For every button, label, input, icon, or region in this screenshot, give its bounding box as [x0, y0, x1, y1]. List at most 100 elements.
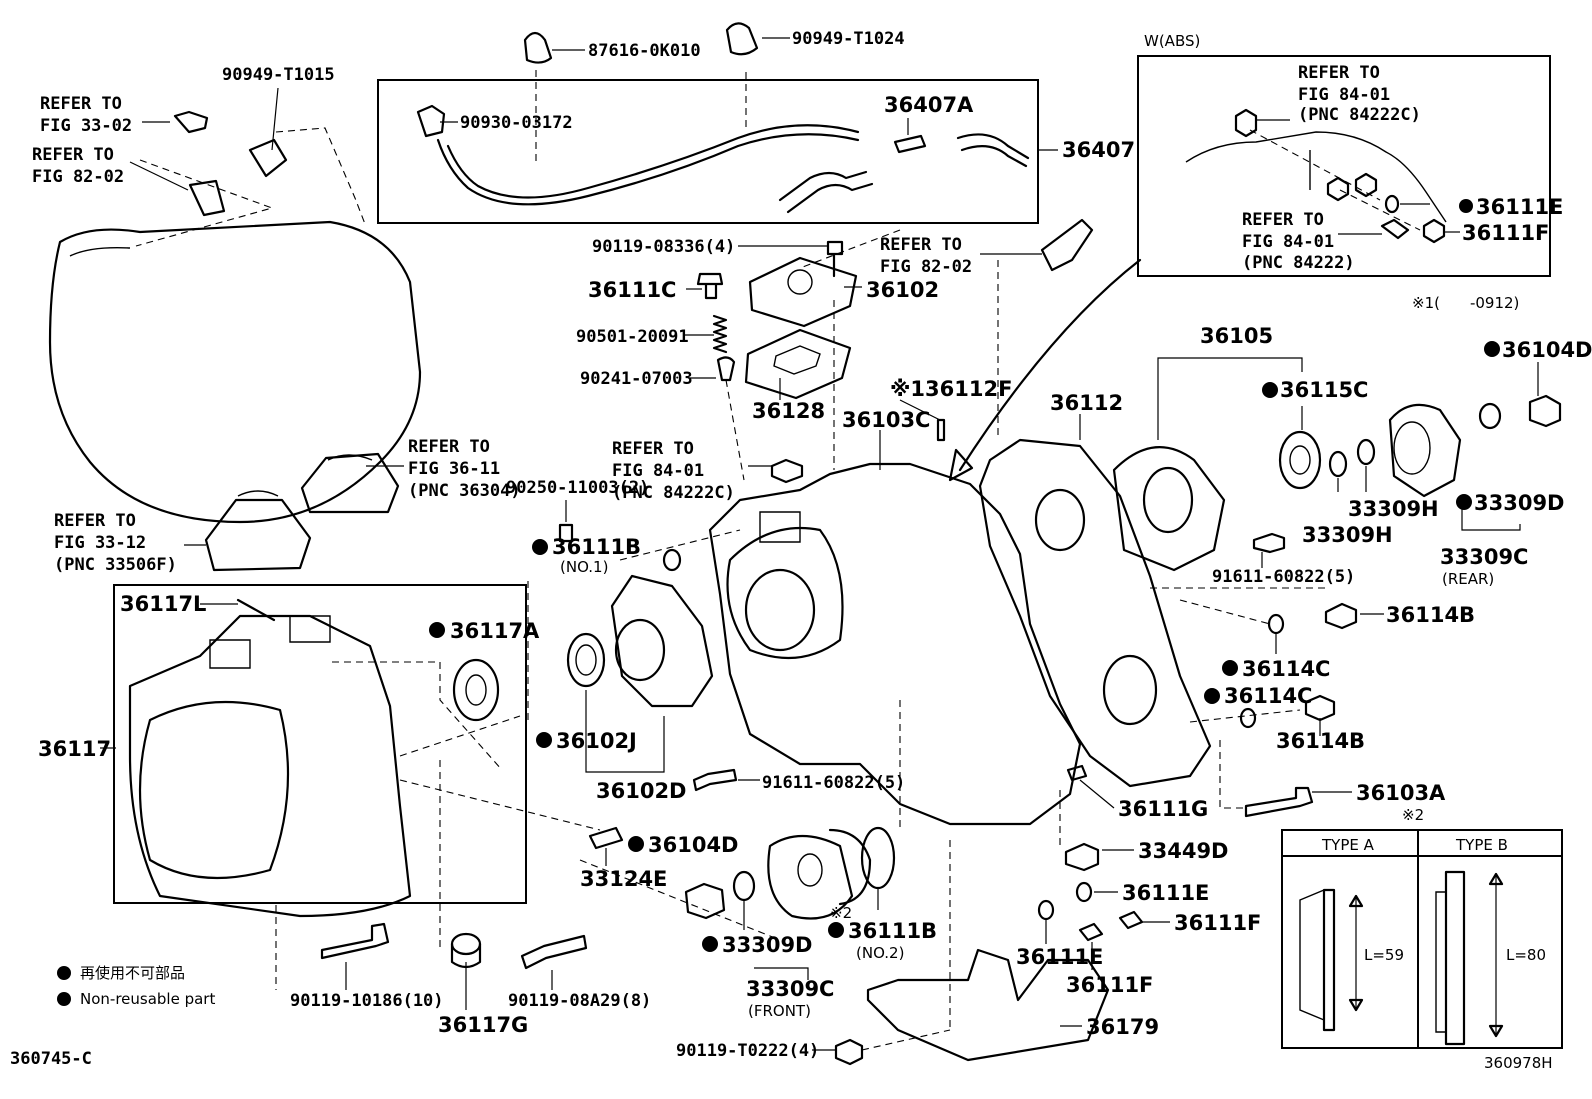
refer-36-11-line1: REFER TO — [408, 437, 490, 457]
label-36111f-b: 36111F — [1066, 973, 1153, 997]
part-labels: 87616-0K010 90949-T1024 90949-T1015 9093… — [10, 29, 1592, 1072]
transmission-housing — [48, 220, 422, 524]
label-33309h-a: 33309H — [1348, 497, 1439, 521]
front-cover-36102d — [610, 574, 714, 708]
mark-2-type-box: ※2 — [1402, 806, 1424, 824]
washer-36114c-b — [1239, 707, 1257, 729]
main-case-36103c — [708, 462, 1082, 826]
label-36104d-rear: 36104D — [1502, 338, 1592, 362]
label-36114b-a: 36114B — [1386, 603, 1475, 627]
bolt-33449d — [1064, 842, 1100, 872]
washer-33309h-a — [1328, 450, 1348, 478]
label-no1: (NO.1) — [560, 558, 608, 576]
plug-36111c — [696, 272, 724, 300]
label-36128: 36128 — [752, 399, 825, 423]
label-36112f: ※136112F — [890, 377, 1012, 401]
breather-hose-drawing — [416, 104, 1030, 214]
abs-refer2-line3: (PNC 84222) — [1242, 253, 1355, 273]
abs-refer1-line3: (PNC 84222C) — [1298, 105, 1421, 125]
washer-33309d — [732, 870, 756, 902]
refer-36-11-line3: (PNC 36304) — [408, 481, 521, 501]
type-b-heading: TYPE B — [1455, 836, 1508, 854]
rear-flange-33309c — [1388, 403, 1462, 498]
image-code: 360978H — [1484, 1054, 1553, 1072]
refer-84-01-line2: FIG 84-01 — [612, 461, 704, 481]
type-a-length: L=59 — [1364, 946, 1404, 964]
figure-code: 360745-C — [10, 1049, 92, 1069]
label-36102j: 36102J — [556, 729, 637, 753]
protector-36179 — [866, 948, 1110, 1062]
type-a-drawing — [1299, 888, 1364, 1032]
label-36102: 36102 — [866, 278, 939, 302]
label-front: (FRONT) — [748, 1002, 811, 1020]
label-33309d-rear: 33309D — [1474, 491, 1565, 515]
sensor-refer-84-01 — [770, 458, 804, 484]
abs-refer1-line2: FIG 84-01 — [1298, 85, 1390, 105]
legend-bullet-en — [57, 992, 71, 1006]
label-33309h-b: 33309H — [1302, 523, 1393, 547]
shift-cover-36102 — [748, 256, 858, 328]
pin-36112f — [936, 418, 946, 442]
bolt-90119-t0222 — [834, 1038, 864, 1066]
mark-1-range: ※1( -0912) — [1412, 294, 1519, 312]
abs-sensor-drawing — [1185, 108, 1447, 244]
abs-group-box — [1137, 55, 1551, 277]
label-90119-08a29: 90119-08A29(8) — [508, 991, 651, 1011]
washer-36111e-a — [1075, 881, 1093, 903]
label-36103a: 36103A — [1356, 781, 1446, 805]
label-36112: 36112 — [1050, 391, 1123, 415]
washer-36111e-b — [1037, 899, 1055, 921]
label-36114b-b: 36114B — [1276, 729, 1365, 753]
label-36111e-a: 36111E — [1122, 881, 1209, 905]
refer-33-12-line2: FIG 33-12 — [54, 533, 146, 553]
clip-87616 — [523, 31, 553, 64]
clip-90949-t1024 — [725, 22, 759, 56]
refer-33-12-line1: REFER TO — [54, 511, 136, 531]
refer-84-01-line3: (PNC 84222C) — [612, 483, 735, 503]
label-90119-t0222: 90119-T0222(4) — [676, 1041, 819, 1061]
label-90119-08336: 90119-08336(4) — [592, 237, 735, 257]
label-36111g: 36111G — [1118, 797, 1208, 821]
bolt-refer-33-02 — [173, 110, 209, 134]
clip-90949-t1015 — [248, 138, 288, 178]
legend-text-jp: 再使用不可部品 — [80, 964, 185, 982]
abs-label-36111e: 36111E — [1476, 195, 1563, 219]
label-36407: 36407 — [1062, 138, 1135, 162]
refer-82-02-right-line2: FIG 82-02 — [880, 257, 972, 277]
abs-refer2-line1: REFER TO — [1242, 210, 1324, 230]
bearing-36115c — [1278, 430, 1322, 490]
label-33309d-center: 33309D — [722, 933, 813, 957]
breather-hose-group-box — [377, 79, 1039, 224]
tube-33124e — [588, 826, 624, 850]
bolt-91611-center — [692, 768, 738, 792]
refer-33-02-line1: REFER TO — [40, 94, 122, 114]
label-36111c: 36111C — [588, 278, 676, 302]
washer-33309h-b — [1356, 438, 1376, 466]
label-36117l: 36117L — [120, 592, 206, 616]
cover-33506f — [204, 490, 312, 572]
type-a-heading: TYPE A — [1321, 836, 1375, 854]
label-33309c-front: 33309C — [746, 977, 834, 1001]
label-36103c: 36103C — [842, 408, 930, 432]
label-87616-0k010: 87616-0K010 — [588, 41, 701, 61]
bolt-36114b-a — [1324, 602, 1358, 630]
rear-case-36112 — [978, 438, 1212, 788]
legend-text-en: Non-reusable part — [80, 990, 215, 1008]
refer-33-02-line2: FIG 33-02 — [40, 116, 132, 136]
label-36111e-b: 36111E — [1016, 945, 1103, 969]
label-90241-07003: 90241-07003 — [580, 369, 693, 389]
washer-33309d-rear — [1478, 402, 1502, 430]
pin-36111g — [1066, 764, 1088, 782]
label-36102d: 36102D — [596, 779, 687, 803]
refer-33-12-line3: (PNC 33506F) — [54, 555, 177, 575]
refer-82-02-line1: REFER TO — [32, 145, 114, 165]
gasket-36128 — [744, 328, 852, 400]
bearing-36117a — [452, 658, 500, 722]
label-36105: 36105 — [1200, 324, 1273, 348]
label-36111b-no2: 36111B — [848, 919, 937, 943]
type-b-length: L=80 — [1506, 946, 1546, 964]
label-90119-10186: 90119-10186(10) — [290, 991, 444, 1011]
bracket-refer-82-02-right — [1040, 218, 1094, 272]
bolt-90119-08a29 — [520, 934, 588, 970]
refer-82-02-line2: FIG 82-02 — [32, 167, 124, 187]
